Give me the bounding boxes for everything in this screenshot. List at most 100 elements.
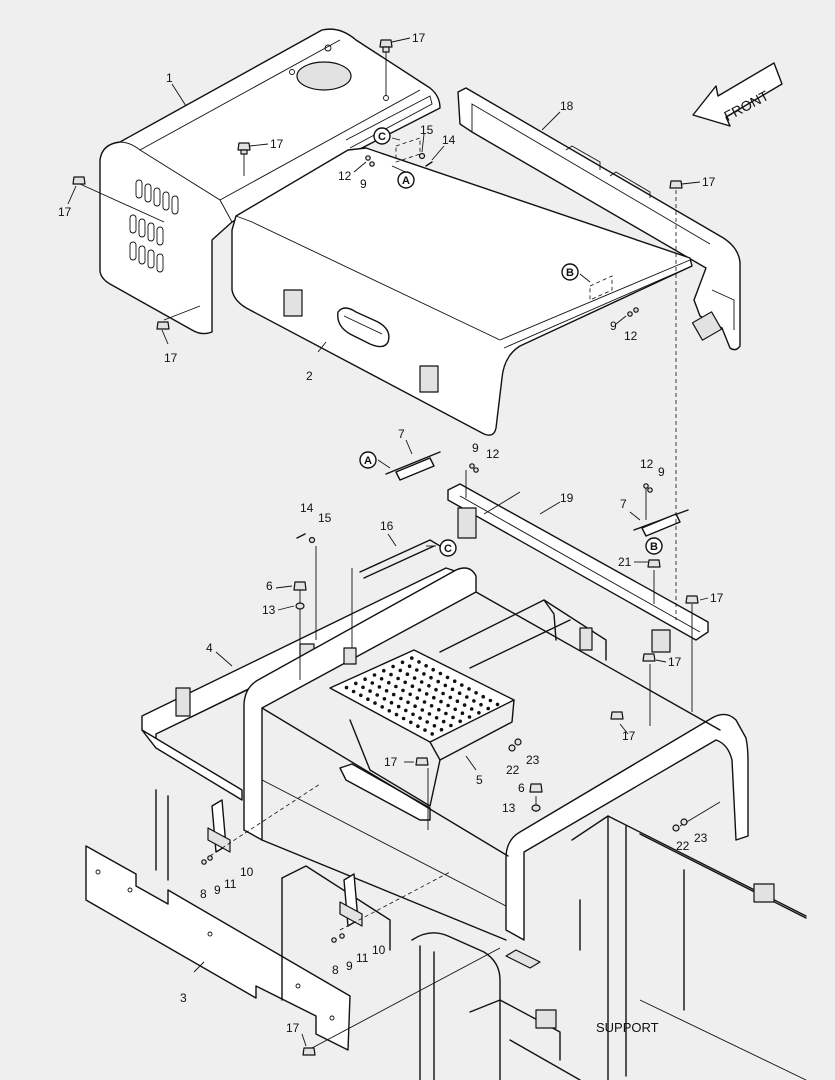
perforation-hole: [354, 681, 358, 686]
perforation-hole: [403, 680, 408, 685]
callout-6: 6: [266, 579, 273, 593]
callout-17: 17: [270, 137, 284, 151]
perforation-hole: [423, 728, 427, 732]
svg-text:A: A: [402, 175, 410, 187]
perforation-hole: [434, 716, 439, 720]
perforation-hole: [486, 706, 491, 711]
bolt-17: [669, 180, 683, 189]
perforation-hole: [488, 698, 493, 703]
perforation-holes: [344, 656, 500, 736]
perforation-hole: [391, 664, 395, 669]
callout-9: 9: [214, 883, 221, 897]
callout-15: 15: [420, 123, 434, 137]
perforation-hole: [407, 664, 412, 668]
callout-6: 6: [518, 781, 525, 795]
perforation-hole: [394, 712, 399, 717]
part-19-upper-frame: [447, 483, 709, 653]
bolt-17: [72, 176, 86, 185]
bolt-6: [293, 581, 307, 591]
pin-14: [425, 161, 433, 167]
vent-slots: [129, 179, 179, 273]
perforation-hole: [467, 715, 472, 719]
perforation-hole: [404, 708, 408, 713]
washer-13: [295, 602, 305, 610]
bolt-21: [647, 559, 661, 568]
perforation-hole: [438, 671, 443, 676]
part-2-main-hood: [231, 137, 693, 436]
callout-11: 11: [224, 877, 237, 891]
perforation-hole: [415, 696, 420, 700]
bolt-17: [415, 757, 429, 766]
perforation-hole: [453, 707, 458, 712]
ref-marker-c-top: C: [373, 127, 391, 145]
perforation-hole: [455, 699, 460, 703]
perforation-hole: [375, 693, 380, 697]
perforation-hole: [432, 724, 437, 728]
perforation-hole: [394, 684, 398, 689]
callout-13: 13: [502, 801, 516, 815]
roll-frame: [243, 567, 749, 969]
perforation-hole: [449, 723, 453, 728]
ref-marker-a-strut: A: [359, 451, 377, 469]
perforation-hole: [380, 705, 385, 709]
perforation-hole: [399, 696, 403, 701]
perforation-hole: [400, 660, 405, 665]
perforation-hole: [344, 685, 349, 690]
bolt-17: [156, 321, 170, 330]
perforation-hole: [446, 703, 450, 708]
callout-1: 1: [166, 71, 173, 85]
nut-22: [508, 744, 516, 752]
perforation-hole: [424, 692, 429, 696]
bolt-17: [302, 1047, 316, 1056]
callout-9: 9: [346, 959, 353, 973]
part-18-side-panel: [457, 87, 741, 351]
perforation-hole: [416, 724, 420, 728]
callout-17: 17: [412, 31, 426, 45]
callout-10: 10: [240, 865, 254, 879]
callout-labels: 1 17 17 17 17 17 2 18 15 14 12 9 9 12 7 …: [58, 31, 724, 1035]
callout-15: 15: [318, 511, 332, 525]
perforation-hole: [370, 681, 375, 685]
perforation-hole: [389, 700, 394, 705]
bolt-17: [685, 595, 699, 604]
perforation-hole: [410, 656, 414, 660]
fasteners: [72, 39, 699, 1056]
callout-23: 23: [526, 753, 540, 767]
ref-marker-b-strut: B: [645, 537, 663, 555]
perforation-hole: [462, 703, 467, 707]
nut-23: [680, 818, 688, 826]
callout-23: 23: [694, 831, 708, 845]
bolt-17: [610, 711, 624, 720]
bolt-17: [379, 39, 393, 53]
svg-text:C: C: [378, 131, 386, 143]
perforation-hole: [452, 679, 457, 683]
callout-12: 12: [338, 169, 352, 183]
front-arrow: FRONT: [692, 62, 783, 127]
callout-19: 19: [560, 491, 574, 505]
part-1-rear-hood: [99, 28, 441, 335]
perforation-hole: [430, 732, 435, 736]
perforation-hole: [441, 691, 445, 696]
perforation-hole: [387, 709, 392, 713]
ref-marker-c-rod: C: [439, 539, 457, 557]
perforation-hole: [443, 683, 448, 688]
callout-8: 8: [200, 887, 207, 901]
callout-14: 14: [442, 133, 456, 147]
bolt-17: [237, 142, 251, 155]
perforation-hole: [387, 680, 391, 685]
perforation-hole: [422, 672, 426, 676]
perforation-hole: [460, 683, 464, 687]
svg-text:B: B: [566, 267, 574, 279]
part-7-strut-left: [385, 451, 441, 481]
callout-17: 17: [710, 591, 724, 605]
support-label: SUPPORT: [596, 1020, 659, 1035]
callout-8: 8: [332, 963, 339, 977]
callout-14: 14: [300, 501, 314, 515]
perforation-hole: [384, 689, 389, 693]
washer-13: [531, 804, 541, 812]
perforation-hole: [389, 672, 393, 677]
perforation-hole: [411, 712, 415, 717]
part-10-latch-left: [207, 799, 231, 853]
callout-5: 5: [476, 773, 483, 787]
